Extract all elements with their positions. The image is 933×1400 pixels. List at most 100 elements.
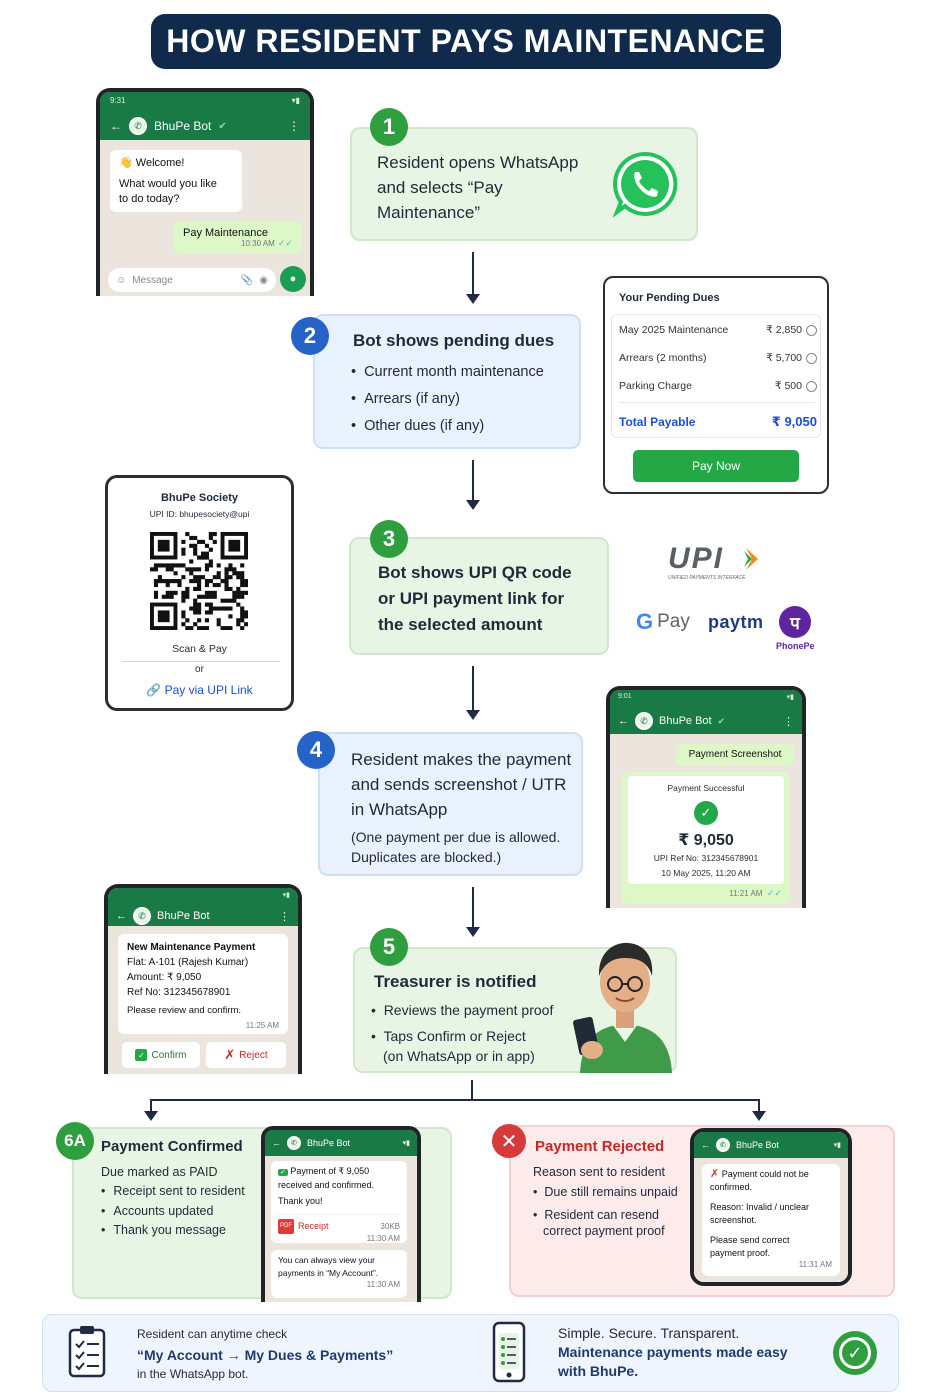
pay-now-button[interactable]: Pay Now <box>633 450 799 482</box>
list-item: • Resident can resend <box>533 1208 659 1222</box>
notice-time: 11:25 AM <box>245 1021 279 1030</box>
step6b-sub: Reason sent to resident <box>533 1165 666 1179</box>
list-item: Current month maintenance <box>351 359 544 386</box>
shield-check-icon: ✓ <box>833 1331 877 1375</box>
notice-flat: Flat: A-101 (Rajesh Kumar) <box>127 957 249 968</box>
radio-icon[interactable] <box>806 380 817 392</box>
step1-badge: 1 <box>370 108 408 146</box>
reject-button[interactable]: ✗ Reject <box>206 1042 286 1068</box>
list-item: Thank you message <box>101 1221 245 1241</box>
list-item: • Due still remains unpaid <box>533 1185 678 1199</box>
confirm-line1: Payment of ₹ 9,050 <box>290 1166 370 1176</box>
due-amount: ₹ 500 <box>774 380 802 392</box>
step6b-item2b: correct payment proof <box>543 1224 665 1238</box>
upi-logo-subtext: UNIFIED PAYMENTS INTERFACE <box>668 575 746 581</box>
reply-text: Pay Maintenance <box>183 227 268 239</box>
upi-logo: UPI UNIFIED PAYMENTS INTERFACE <box>668 543 768 585</box>
upi-arrow-icon <box>744 548 758 570</box>
footer-left-line2: “My Account → My Dues & Payments” <box>137 1347 394 1363</box>
message-input[interactable]: ☺ Message 📎 ◉ <box>108 268 276 292</box>
note-line1: You can always view your <box>278 1255 376 1265</box>
back-arrow-icon[interactable]: ← <box>618 715 629 727</box>
step4-card <box>318 732 583 876</box>
menu-icon[interactable]: ⋮ <box>279 910 290 923</box>
menu-icon[interactable]: ⋮ <box>288 119 300 133</box>
success-check-icon: ✓ <box>694 801 718 825</box>
due-label: Parking Charge <box>619 380 692 392</box>
step6b-item2a: Resident can resend <box>544 1208 659 1222</box>
checklist-icon <box>67 1323 107 1379</box>
due-row[interactable]: May 2025 Maintenance ₹ 2,850 <box>619 324 817 336</box>
phonepe-text: PhonePe <box>776 641 815 651</box>
receipt-attachment[interactable]: PDF Receipt 30KB <box>278 1214 400 1234</box>
bot-avatar-icon: ✆ <box>716 1138 730 1152</box>
upi-ref: UPI Ref No: 312345678901 <box>653 853 759 863</box>
signal-icon: ▾▮ <box>402 1140 410 1147</box>
bot-avatar-icon: ✆ <box>129 117 147 135</box>
confirm-line2: received and confirmed. <box>278 1180 375 1190</box>
footer-right-line1: Simple. Secure. Transparent. <box>558 1325 740 1341</box>
pay-maintenance-bubble: Pay Maintenance 10:30 AM ✓✓ <box>174 222 302 254</box>
upi-id: UPI ID: bhupesociety@upi <box>149 509 250 519</box>
step1-line2: and selects “Pay <box>377 178 503 197</box>
msg-time: 11:30 AM <box>366 1234 400 1243</box>
list-item: • Taps Confirm or Reject <box>371 1028 526 1044</box>
due-label: Arrears (2 months) <box>619 352 707 364</box>
back-arrow-icon[interactable]: ← <box>116 910 127 922</box>
link-icon: 🔗 <box>146 683 162 697</box>
cross-icon: ✗ <box>224 1047 236 1062</box>
step5-badge: 5 <box>370 928 408 966</box>
due-row[interactable]: Arrears (2 months) ₹ 5,700 <box>619 352 817 364</box>
reject-label: Reject <box>239 1049 268 1061</box>
question-line1: What would you like <box>119 178 217 190</box>
camera-icon[interactable]: ◉ <box>259 274 268 286</box>
emoji-icon[interactable]: ☺ <box>116 274 127 286</box>
attach-icon[interactable]: 📎 <box>240 274 254 286</box>
due-amount: ₹ 5,700 <box>766 352 802 364</box>
due-row[interactable]: Parking Charge ₹ 500 <box>619 380 817 392</box>
bot-name: BhuPe Bot <box>736 1140 780 1150</box>
treasurer-person-icon <box>572 938 678 1073</box>
signal-icon: ▾▮ <box>786 694 794 701</box>
or-text: or <box>195 664 204 675</box>
upi-logo-text: UPI <box>668 542 725 575</box>
radio-icon[interactable] <box>806 352 817 364</box>
step4-text: Resident makes the payment and sends scr… <box>351 747 571 822</box>
confirmed-phone: ← ✆ BhuPe Bot ▾▮ ✓ Payment of ₹ 9,050 re… <box>261 1126 421 1302</box>
notice-ref: Ref No: 312345678901 <box>127 987 231 998</box>
question-line2: to do today? <box>119 193 180 205</box>
step4-badge: 4 <box>297 731 335 769</box>
scan-pay-text: Scan & Pay <box>172 643 227 655</box>
bot-name: BhuPe Bot <box>154 119 212 133</box>
back-arrow-icon[interactable]: ← <box>272 1138 281 1148</box>
input-placeholder: Message <box>132 274 173 286</box>
step1-line3: Maintenance” <box>377 203 481 222</box>
phone-list-icon <box>491 1321 527 1383</box>
gpay-text: Pay <box>657 611 690 632</box>
footer-right-line2: Maintenance payments made easy <box>558 1344 788 1360</box>
confirm-button[interactable]: ✓ Confirm <box>122 1042 200 1068</box>
flow-arrow-1 <box>466 252 480 304</box>
footer-left-line1: Resident can anytime check <box>137 1327 288 1341</box>
new-payment-bubble: New Maintenance Payment Flat: A-101 (Raj… <box>118 934 288 1034</box>
flow-arrow-3 <box>466 666 480 720</box>
greeting-text: Welcome! <box>135 157 185 169</box>
radio-icon[interactable] <box>806 324 817 336</box>
bot-name: BhuPe Bot <box>157 910 210 922</box>
back-arrow-icon[interactable]: ← <box>701 1140 710 1150</box>
receipt-size: 30KB <box>380 1222 400 1231</box>
cross-icon: ✗ <box>710 1168 720 1180</box>
step3-line1: Bot shows UPI QR code <box>378 563 572 582</box>
rejected-phone: ← ✆ BhuPe Bot ▾▮ ✗ Payment could not be … <box>690 1128 852 1286</box>
upi-link[interactable]: 🔗 Pay via UPI Link <box>108 683 291 697</box>
step5-item2a: Taps Confirm or Reject <box>383 1028 526 1044</box>
payment-status: Payment Successful <box>667 783 745 793</box>
msg-time: 11:31 AM <box>798 1260 832 1269</box>
menu-icon[interactable]: ⋮ <box>783 715 794 728</box>
reject-line2: confirmed. <box>710 1182 753 1192</box>
mic-button[interactable]: ● <box>280 266 306 292</box>
back-arrow-icon[interactable]: ← <box>110 119 122 133</box>
total-label: Total Payable <box>619 415 696 429</box>
branch-arrow-right <box>752 1099 766 1121</box>
flow-arrow-4 <box>466 887 480 937</box>
